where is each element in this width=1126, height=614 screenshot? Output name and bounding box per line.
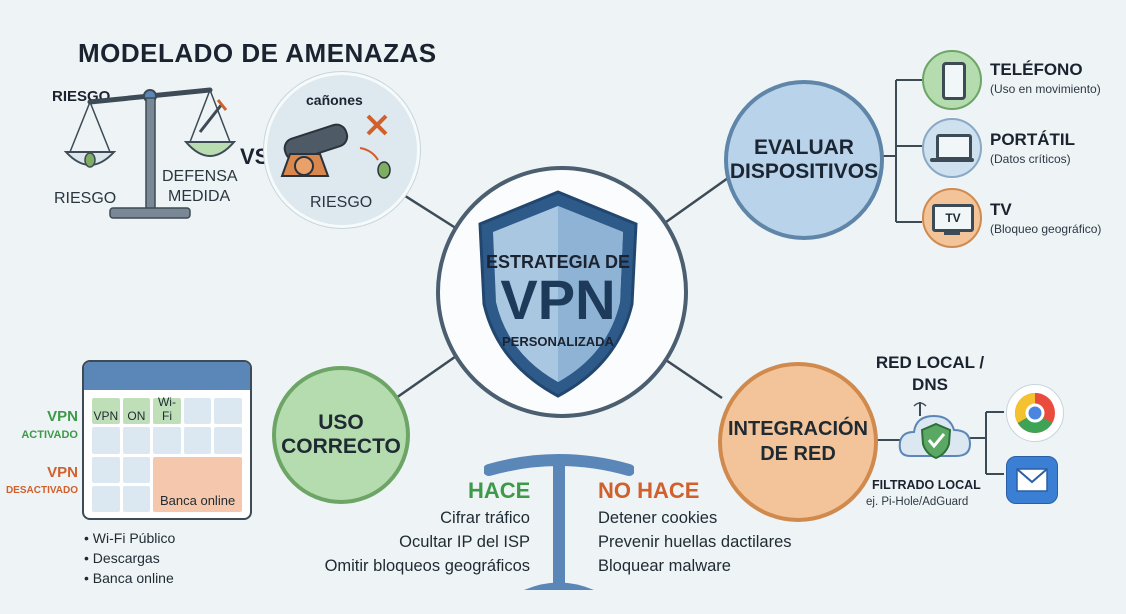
bullet-item: • Banca online <box>84 570 174 586</box>
bullet-item: • Descargas <box>84 550 160 566</box>
cannon-label: cañones <box>306 92 363 108</box>
local-network-line1: RED LOCAL / <box>875 353 985 372</box>
phone-icon <box>922 50 982 110</box>
tv-icon: TV <box>922 188 982 248</box>
router-shield-icon <box>898 402 972 460</box>
device-note-phone: (Uso en movimiento) <box>990 82 1101 96</box>
cell-bank-text: Banca online <box>160 493 236 508</box>
correct-use-line1: USO <box>318 410 364 434</box>
device-name-tv: TV <box>990 200 1012 219</box>
network-label-line1: INTEGRACIÓN <box>728 418 868 440</box>
cell-on-text: ON <box>127 409 146 424</box>
doesnt-item: Bloquear malware <box>598 557 731 575</box>
doesnt-title: NO HACE <box>598 478 700 503</box>
does-item: Cifrar tráfico <box>440 509 530 527</box>
calendar-cell <box>92 456 120 483</box>
evaluate-label-line2: DISPOSITIVOS <box>729 160 879 183</box>
vpn-off-label: VPN DESACTIVADO <box>4 464 78 500</box>
calendar-cell <box>122 456 151 483</box>
shield-icon <box>478 190 638 398</box>
calendar-cell <box>214 398 242 425</box>
cannon-bottom-label: RIESGO <box>310 194 373 211</box>
device-name-phone: TELÉFONO <box>990 60 1083 79</box>
center-line3: PERSONALIZADA <box>502 334 614 349</box>
cell-on: ON <box>122 398 151 425</box>
calendar-header <box>84 362 250 390</box>
balance-scale-icon <box>63 87 237 219</box>
device-name-laptop: PORTÁTIL <box>990 130 1075 149</box>
bullet-item: • Wi-Fi Público <box>84 530 176 546</box>
filter-title: FILTRADO LOCAL <box>872 478 981 492</box>
tv-screen-text: TV <box>932 204 974 232</box>
chrome-icon <box>1006 384 1064 442</box>
local-network-label: RED LOCAL / DNS <box>870 352 990 396</box>
center-big: VPN <box>500 268 616 331</box>
cannon-icon <box>280 114 391 179</box>
correct-use-circle[interactable]: USO CORRECTO <box>272 366 410 504</box>
vpn-on-line2: ACTIVADO <box>21 429 78 441</box>
laptop-icon <box>922 118 982 178</box>
cell-bank: Banca online <box>153 456 242 512</box>
calendar-cell <box>92 485 120 512</box>
network-integration-circle[interactable]: INTEGRACIÓN DE RED <box>718 362 878 522</box>
vpn-off-line1: VPN <box>47 464 78 481</box>
evaluate-label-line1: EVALUAR <box>754 135 854 159</box>
doesnt-list: Detener cookies Prevenir huellas dactila… <box>598 506 838 578</box>
calendar-cell <box>183 398 212 425</box>
mail-icon <box>1006 456 1058 504</box>
calendar-cell <box>183 427 212 454</box>
does-doesnt-scale-icon <box>484 454 634 590</box>
calendar-cell <box>122 427 151 454</box>
calendar-cell <box>153 427 181 454</box>
local-network-line2: DNS <box>912 375 948 394</box>
does-item: Omitir bloqueos geográficos <box>324 557 530 575</box>
threat-modeling-title: MODELADO DE AMENAZAS <box>78 38 437 68</box>
device-note-tv: (Bloqueo geográfico) <box>990 222 1102 236</box>
vpn-off-line2: DESACTIVADO <box>5 485 78 496</box>
does-title: HACE <box>468 478 531 503</box>
calendar-cell <box>122 485 151 512</box>
scale-left-label: RIESGO <box>54 190 117 207</box>
vpn-on-label: VPN ACTIVADO <box>10 408 78 444</box>
does-item: Ocultar IP del ISP <box>399 533 530 551</box>
scale-right-label-line2: MEDIDA <box>168 188 231 205</box>
center-line1: ESTRATEGIA DE <box>485 252 630 272</box>
cell-wifi: Wi-Fi <box>153 395 181 425</box>
filter-subtitle: ej. Pi-Hole/AdGuard <box>866 496 969 508</box>
cell-wifi-text: Wi-Fi <box>157 395 176 424</box>
vpn-on-line1: VPN <box>47 408 78 425</box>
does-list: Cifrar tráfico Ocultar IP del ISP Omitir… <box>300 506 530 578</box>
doesnt-item: Prevenir huellas dactilares <box>598 533 792 551</box>
cell-vpn: VPN <box>92 398 120 425</box>
calendar-grid: VPN ON Wi-Fi Banca online <box>92 395 242 512</box>
correct-use-line2: CORRECTO <box>281 435 401 458</box>
evaluate-devices-circle[interactable]: EVALUAR DISPOSITIVOS <box>724 80 884 240</box>
correct-use-bullets: • Wi-Fi Público • Descargas • Banca onli… <box>84 528 175 588</box>
calendar-icon: VPN ON Wi-Fi Banca online <box>82 360 252 520</box>
calendar-cell <box>214 427 242 454</box>
scale-right-label-line1: DEFENSA <box>162 168 238 185</box>
cell-vpn-text: VPN <box>93 409 119 424</box>
calendar-cell <box>92 427 120 454</box>
doesnt-item: Detener cookies <box>598 509 718 527</box>
device-note-laptop: (Datos críticos) <box>990 152 1071 166</box>
network-label-line2: DE RED <box>760 443 836 465</box>
